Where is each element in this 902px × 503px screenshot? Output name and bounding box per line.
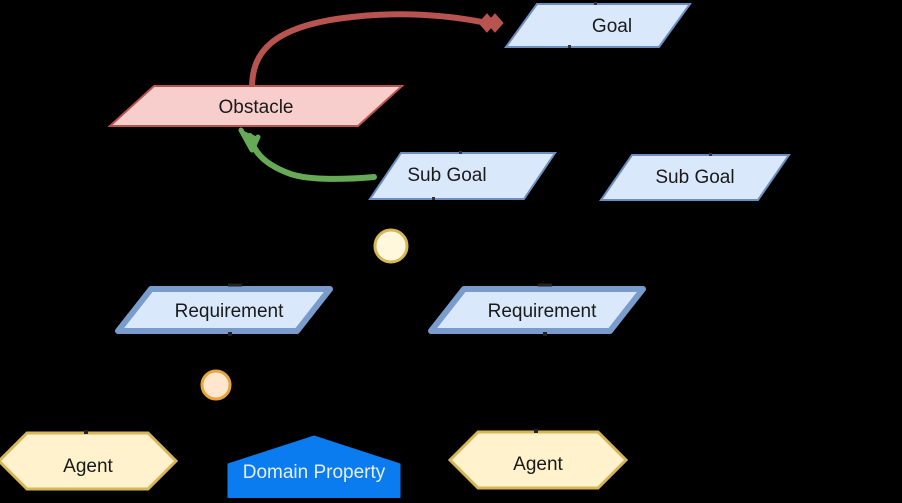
requirement-right-shape xyxy=(428,286,646,334)
node-requirement-right[interactable]: Requirement xyxy=(428,283,646,336)
resolution-edge-line xyxy=(247,133,377,182)
requirement-left-shape xyxy=(115,286,333,334)
requirement-left-connector-bottom xyxy=(228,332,232,336)
subgoal-left-connector-top xyxy=(459,151,462,154)
requirement-right-connector-bottom xyxy=(543,332,547,336)
obstruction-edge-line xyxy=(249,11,485,91)
agent-left-connector-top xyxy=(84,430,88,434)
node-goal[interactable]: Goal xyxy=(504,2,692,48)
node-junction-lower[interactable] xyxy=(200,369,232,401)
obstruction-marker-diamond-2 xyxy=(486,13,504,33)
node-subgoal-left[interactable]: Sub Goal xyxy=(368,151,557,200)
node-agent-left[interactable]: Agent xyxy=(0,430,179,491)
subgoal-left-shape xyxy=(368,152,557,200)
goal-shape xyxy=(504,3,692,48)
node-requirement-left[interactable]: Requirement xyxy=(115,283,333,336)
goal-connector-bottom xyxy=(568,45,571,48)
refinement-circle-lower xyxy=(200,369,232,401)
edge-resolution[interactable] xyxy=(238,127,377,182)
resolution-arrowhead xyxy=(238,127,261,153)
subgoal-left-connector-bottom xyxy=(432,197,435,200)
node-obstacle[interactable]: Obstacle xyxy=(107,85,405,127)
node-subgoal-right[interactable]: Sub Goal xyxy=(599,153,791,201)
node-agent-right[interactable]: Agent xyxy=(447,429,629,490)
subgoal-right-shape xyxy=(599,154,791,201)
obstacle-shape xyxy=(107,85,405,127)
goal-connector-top xyxy=(594,2,597,5)
edge-obstruction[interactable] xyxy=(249,11,504,91)
agent-right-connector-top xyxy=(534,429,538,433)
agent-left-shape xyxy=(0,431,179,491)
refinement-circle-upper xyxy=(373,228,409,264)
subgoal-right-connector-top xyxy=(709,153,712,156)
domain-property-shape xyxy=(227,435,401,503)
agent-right-shape xyxy=(447,430,629,490)
node-junction-upper[interactable] xyxy=(373,228,409,264)
